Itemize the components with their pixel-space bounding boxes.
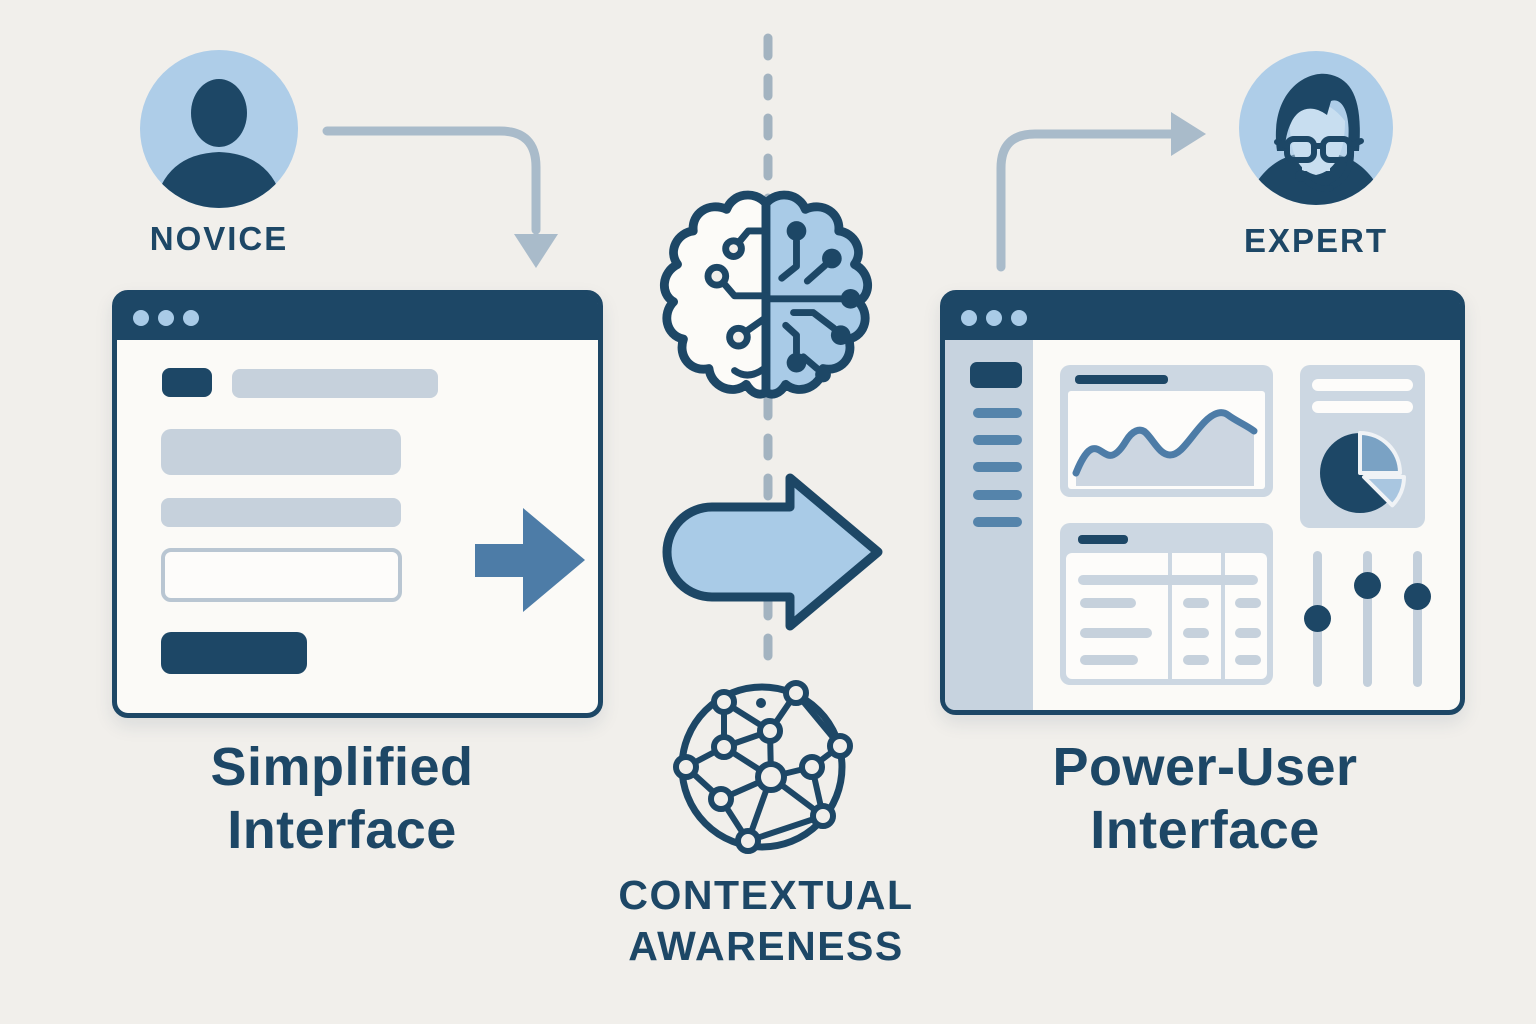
slider bbox=[1413, 551, 1422, 687]
table-cell-bar bbox=[1080, 628, 1152, 638]
person-with-glasses-headset-icon bbox=[1245, 73, 1387, 205]
line-chart-card bbox=[1060, 365, 1273, 497]
brain-circuit-nodes-right bbox=[786, 221, 861, 383]
person-silhouette-icon bbox=[154, 79, 284, 208]
form-field-bar bbox=[161, 429, 401, 475]
card-title-bar bbox=[1078, 535, 1128, 544]
transform-arrow-icon bbox=[662, 473, 883, 631]
table-cell-bar bbox=[1183, 655, 1209, 665]
novice-avatar bbox=[140, 50, 298, 208]
next-arrow-icon bbox=[475, 508, 585, 612]
contextual-awareness-caption: CONTEXTUAL AWARENESS bbox=[618, 872, 914, 969]
sidebar-item-bar bbox=[973, 490, 1022, 500]
slider-knob bbox=[1304, 605, 1331, 632]
sidebar-item-bar bbox=[973, 435, 1022, 445]
window-to-expert-arrow bbox=[996, 112, 1206, 272]
form-field-bar bbox=[161, 498, 401, 527]
simplified-interface-caption: Simplified Interface bbox=[210, 737, 474, 860]
table-cell-bar bbox=[1235, 655, 1261, 665]
table-cell-bar bbox=[1080, 598, 1136, 608]
sidebar-item-bar bbox=[973, 517, 1022, 527]
form-input-box bbox=[161, 548, 402, 602]
glasses-icon bbox=[1274, 136, 1364, 163]
brain-circuit-right bbox=[764, 237, 845, 373]
table-divider bbox=[1168, 553, 1172, 679]
sidebar-active-item bbox=[970, 362, 1022, 388]
table-body bbox=[1066, 553, 1267, 679]
table-cell-bar bbox=[1183, 628, 1209, 638]
table-cell-bar bbox=[1183, 598, 1209, 608]
form-label-bar bbox=[232, 369, 438, 398]
power-user-window bbox=[940, 290, 1465, 715]
table-divider bbox=[1221, 553, 1225, 679]
power-user-interface-caption: Power-User Interface bbox=[1052, 737, 1358, 860]
novice-to-window-arrow bbox=[322, 126, 558, 268]
card-text-bar bbox=[1312, 401, 1413, 413]
line-chart-icon bbox=[1072, 409, 1258, 486]
network-icon bbox=[673, 680, 853, 854]
window-dot bbox=[961, 309, 977, 326]
brain-icon bbox=[660, 190, 872, 399]
brain-circuit-left bbox=[719, 227, 770, 379]
table-cell-bar bbox=[1235, 598, 1261, 608]
slider bbox=[1363, 551, 1372, 687]
expert-avatar bbox=[1239, 51, 1393, 205]
pie-chart-icon bbox=[1320, 431, 1407, 513]
form-chip bbox=[162, 368, 212, 397]
table-cell-bar bbox=[1080, 655, 1138, 665]
window-dot bbox=[1011, 309, 1027, 326]
form-submit-button bbox=[161, 632, 307, 674]
card-title-bar bbox=[1075, 375, 1168, 384]
network-nodes bbox=[673, 680, 853, 854]
window-titlebar bbox=[117, 295, 598, 340]
expert-label: EXPERT bbox=[1243, 222, 1389, 259]
sidebar-item-bar bbox=[973, 408, 1022, 418]
sidebar-item-bar bbox=[973, 462, 1022, 472]
table-cell-bar bbox=[1235, 628, 1261, 638]
brain-circuit-nodes-left bbox=[704, 237, 751, 350]
window-dot bbox=[986, 309, 1002, 326]
window-titlebar bbox=[945, 295, 1460, 340]
simplified-window bbox=[112, 290, 603, 718]
table-header-bar bbox=[1078, 575, 1258, 585]
table-card bbox=[1060, 523, 1273, 685]
window-dot bbox=[158, 309, 174, 326]
pie-chart-card bbox=[1300, 365, 1425, 528]
headset-mic-icon bbox=[1295, 170, 1334, 192]
slider-knob bbox=[1404, 583, 1431, 610]
line-chart-panel bbox=[1068, 391, 1265, 489]
window-dot bbox=[183, 309, 199, 326]
window-dot bbox=[133, 309, 149, 326]
sidebar bbox=[945, 340, 1033, 710]
slider-knob bbox=[1354, 572, 1381, 599]
novice-label: NOVICE bbox=[149, 220, 289, 257]
card-text-bar bbox=[1312, 379, 1413, 391]
